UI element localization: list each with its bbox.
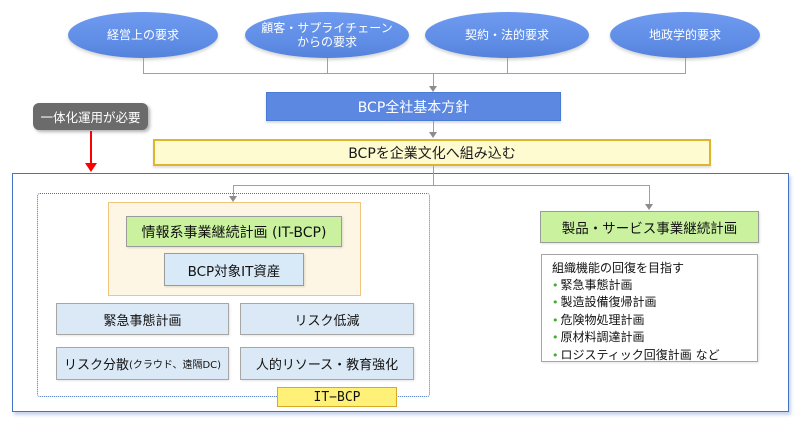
list-item: •ロジスティック回復計画 など	[552, 347, 757, 365]
ellipse-management-requirements: 経営上の要求	[68, 12, 218, 58]
red-arrowhead	[85, 163, 97, 172]
bcp-it-assets-box: BCP対象IT資産	[164, 253, 304, 286]
ellipse-label-line1: 顧客・サプライチェーン	[261, 21, 393, 35]
connector-stub-1	[143, 58, 144, 73]
integrated-operation-label: 一体化運用が必要	[40, 110, 141, 125]
ellipse-label: 契約・法的要求	[464, 28, 549, 42]
it-bcp-plan-label: 情報系事業継続計画 (IT-BCP)	[141, 224, 327, 241]
it-bcp-plan-box: 情報系事業継続計画 (IT-BCP)	[126, 216, 342, 247]
bcp-policy-box: BCP全社基本方針	[266, 92, 561, 121]
list-item-label: ロジスティック回復計画 など	[560, 347, 720, 362]
list-item-label: 危険物処理計画	[560, 312, 645, 327]
bullet-icon: •	[552, 296, 559, 309]
risk-dispersion-label: リスク分散	[63, 358, 129, 373]
bcp-culture-label: BCPを企業文化へ組み込む	[348, 145, 516, 162]
connector-stub-4	[685, 58, 686, 73]
ellipse-geopolitical-requirements: 地政学的要求	[610, 12, 760, 58]
list-header: 組織機能の回復を目指す	[552, 261, 685, 275]
ellipse-contract-legal-requirements: 契約・法的要求	[425, 12, 589, 58]
list-item: •緊急事態計画	[552, 277, 757, 295]
bullet-icon: •	[552, 278, 559, 292]
risk-dispersion-box: リスク分散(クラウド、遠隔DC)	[56, 347, 229, 380]
connector-top-horizontal	[143, 73, 686, 74]
risk-reduction-label: リスク低減	[294, 313, 360, 329]
bcp-it-assets-label: BCP対象IT資産	[187, 263, 281, 280]
arrowhead-culture	[429, 132, 437, 138]
ellipse-label-line2: からの要求	[296, 35, 357, 49]
list-item-label: 原材料調達計画	[560, 330, 645, 344]
ellipse-label: 経営上の要求	[106, 28, 179, 42]
connector-drop-product	[649, 185, 650, 205]
bcp-policy-label: BCP全社基本方針	[357, 99, 470, 116]
emergency-plan-label: 緊急事態計画	[103, 313, 182, 329]
list-item-label: 製造設備復帰計画	[560, 295, 657, 309]
connector-stub-3	[507, 58, 508, 73]
product-service-plan-label: 製品・サービス事業継続計画	[561, 221, 738, 237]
human-resource-education-label: 人的リソース・教育強化	[255, 358, 399, 373]
list-item-label: 緊急事態計画	[560, 277, 633, 292]
connector-drop-culture	[433, 121, 434, 133]
arrowhead-itbcp	[229, 196, 237, 202]
it-bcp-tag: IT−BCP	[277, 387, 397, 407]
arrowhead-product	[645, 204, 653, 210]
it-bcp-tag-label: IT−BCP	[313, 389, 361, 405]
connector-stub-2	[327, 58, 328, 73]
emergency-plan-box: 緊急事態計画	[56, 303, 229, 335]
bullet-icon: •	[552, 348, 559, 362]
list-item: •原材料調達計画	[552, 329, 757, 347]
connector-culture-branch	[433, 166, 434, 185]
list-item: •製造設備復帰計画	[552, 294, 757, 312]
arrowhead-policy	[429, 86, 437, 92]
bullet-icon: •	[552, 331, 559, 344]
ellipse-customer-supplychain-requirements: 顧客・サプライチェーン からの要求	[245, 12, 409, 58]
list-item: •危険物処理計画	[552, 312, 757, 330]
human-resource-education-box: 人的リソース・教育強化	[240, 347, 414, 380]
risk-reduction-box: リスク低減	[240, 303, 414, 335]
connector-drop-itbcp	[233, 185, 234, 197]
product-service-plan-box: 製品・サービス事業継続計画	[540, 211, 759, 243]
bullet-icon: •	[552, 313, 559, 327]
connector-branch-horizontal	[233, 185, 649, 186]
ellipse-label: 地政学的要求	[648, 28, 721, 42]
integrated-operation-callout: 一体化運用が必要	[33, 103, 148, 130]
bcp-culture-bar: BCPを企業文化へ組み込む	[153, 139, 711, 166]
it-bcp-group-border	[37, 193, 430, 397]
red-arrow-line	[90, 131, 92, 164]
product-service-plan-list: 組織機能の回復を目指す •緊急事態計画 •製造設備復帰計画 •危険物処理計画 •…	[541, 254, 758, 362]
connector-drop-policy	[433, 73, 434, 87]
risk-dispersion-note: (クラウド、遠隔DC)	[128, 360, 222, 371]
